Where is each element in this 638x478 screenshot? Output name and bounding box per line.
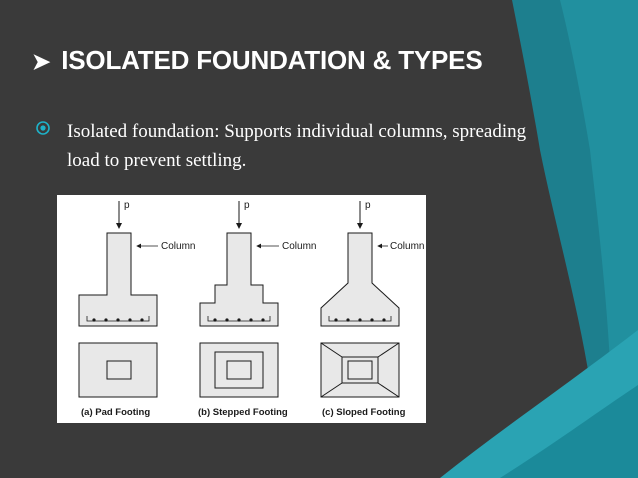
slide-title-text: ISOLATED FOUNDATION & TYPES bbox=[61, 45, 483, 75]
stepped-footing-plan bbox=[199, 342, 279, 398]
sloped-footing-plan bbox=[320, 342, 400, 398]
arrow-bullet-icon: ➤ bbox=[32, 49, 51, 74]
slide-title: ➤ ISOLATED FOUNDATION & TYPES bbox=[32, 42, 483, 78]
load-label: p bbox=[124, 200, 130, 211]
column-label: Column bbox=[390, 241, 424, 252]
circle-dot-bullet-icon bbox=[36, 121, 50, 135]
pad-footing-plan bbox=[78, 342, 158, 398]
stepped-footing-elevation: p Column bbox=[199, 200, 316, 327]
footing-types-figure: p Column p Column bbox=[57, 195, 426, 423]
sloped-footing-elevation: p Column bbox=[320, 200, 424, 327]
caption-sloped-footing: (c) Sloped Footing bbox=[322, 407, 406, 418]
bullet-text: Isolated foundation: Supports individual… bbox=[67, 121, 527, 171]
pad-footing-elevation: p Column bbox=[78, 200, 195, 327]
caption-pad-footing: (a) Pad Footing bbox=[81, 407, 150, 418]
caption-stepped-footing: (b) Stepped Footing bbox=[198, 407, 288, 418]
footing-diagram: p Column p Column bbox=[78, 200, 424, 418]
load-label: p bbox=[244, 200, 250, 211]
teal-swoosh-bottom-dark bbox=[500, 385, 638, 478]
column-label: Column bbox=[161, 241, 195, 252]
column-label: Column bbox=[282, 241, 316, 252]
load-label: p bbox=[365, 200, 371, 211]
